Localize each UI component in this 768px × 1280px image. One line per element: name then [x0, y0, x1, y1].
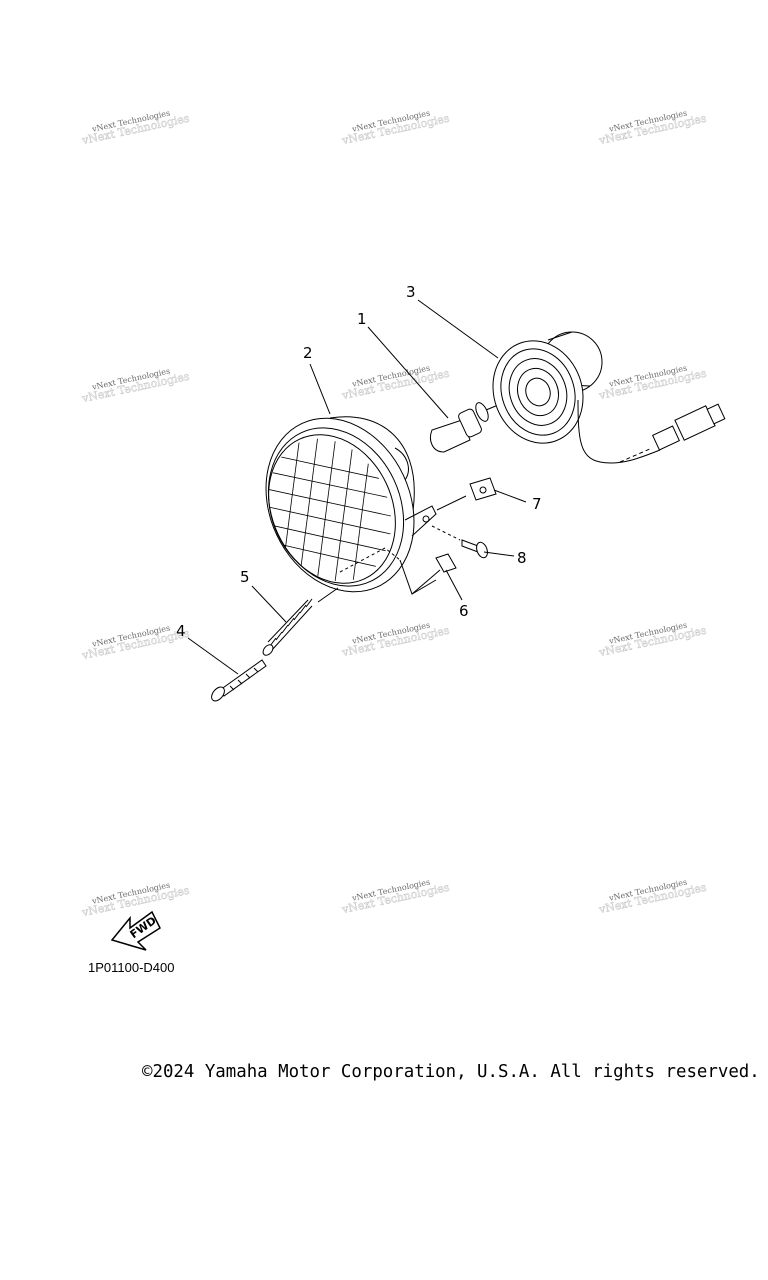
leader-line-2 — [309, 363, 331, 415]
leader-line-1 — [367, 326, 449, 419]
leader-line-5 — [251, 585, 287, 623]
watermark: vNext Technologies vNext Technologies — [597, 620, 708, 659]
diagram-code: 1P01100-D400 — [88, 960, 175, 975]
watermark: vNext Technologies vNext Technologies — [80, 366, 191, 405]
watermark: vNext Technologies vNext Technologies — [340, 363, 451, 402]
part-clip-nut-7 — [436, 477, 497, 511]
leader-line-3 — [417, 299, 499, 359]
leader-line-8 — [483, 551, 515, 557]
watermark: vNext Technologies vNext Technologies — [597, 108, 708, 147]
part-bolt-4 — [211, 659, 267, 702]
fwd-arrow-icon: FWD — [110, 910, 161, 951]
leader-line-6 — [445, 569, 463, 601]
callout-6: 6 — [459, 602, 469, 620]
callout-labels: 1 2 3 4 5 6 7 8 — [176, 283, 542, 640]
watermark: vNext Technologies vNext Technologies — [340, 620, 451, 659]
callout-8: 8 — [517, 549, 527, 567]
watermark: vNext Technologies vNext Technologies — [597, 877, 708, 916]
watermark: vNext Technologies vNext Technologies — [340, 108, 451, 147]
watermark: vNext Technologies vNext Technologies — [340, 877, 451, 916]
leader-lines — [187, 299, 527, 675]
copyright-notice: ©2024 Yamaha Motor Corporation, U.S.A. A… — [142, 1062, 760, 1082]
part-socket-assembly — [492, 331, 726, 464]
watermark: vNext Technologies vNext Technologies — [80, 880, 191, 919]
callout-1: 1 — [357, 310, 367, 328]
leader-line-4 — [187, 637, 239, 675]
part-nut-6 — [411, 553, 457, 595]
callout-5: 5 — [240, 568, 250, 586]
part-bulb — [430, 395, 521, 453]
callout-4: 4 — [176, 622, 186, 640]
watermark: vNext Technologies vNext Technologies — [80, 623, 191, 662]
part-headlight-housing — [259, 416, 437, 595]
watermark: vNext Technologies vNext Technologies — [80, 108, 191, 147]
part-screw-8 — [431, 525, 488, 559]
leader-line-7 — [493, 489, 527, 503]
watermark: vNext Technologies vNext Technologies — [597, 363, 708, 402]
callout-7: 7 — [532, 495, 542, 513]
callout-3: 3 — [406, 283, 416, 301]
callout-2: 2 — [303, 344, 313, 362]
part-spring-5 — [262, 587, 339, 656]
